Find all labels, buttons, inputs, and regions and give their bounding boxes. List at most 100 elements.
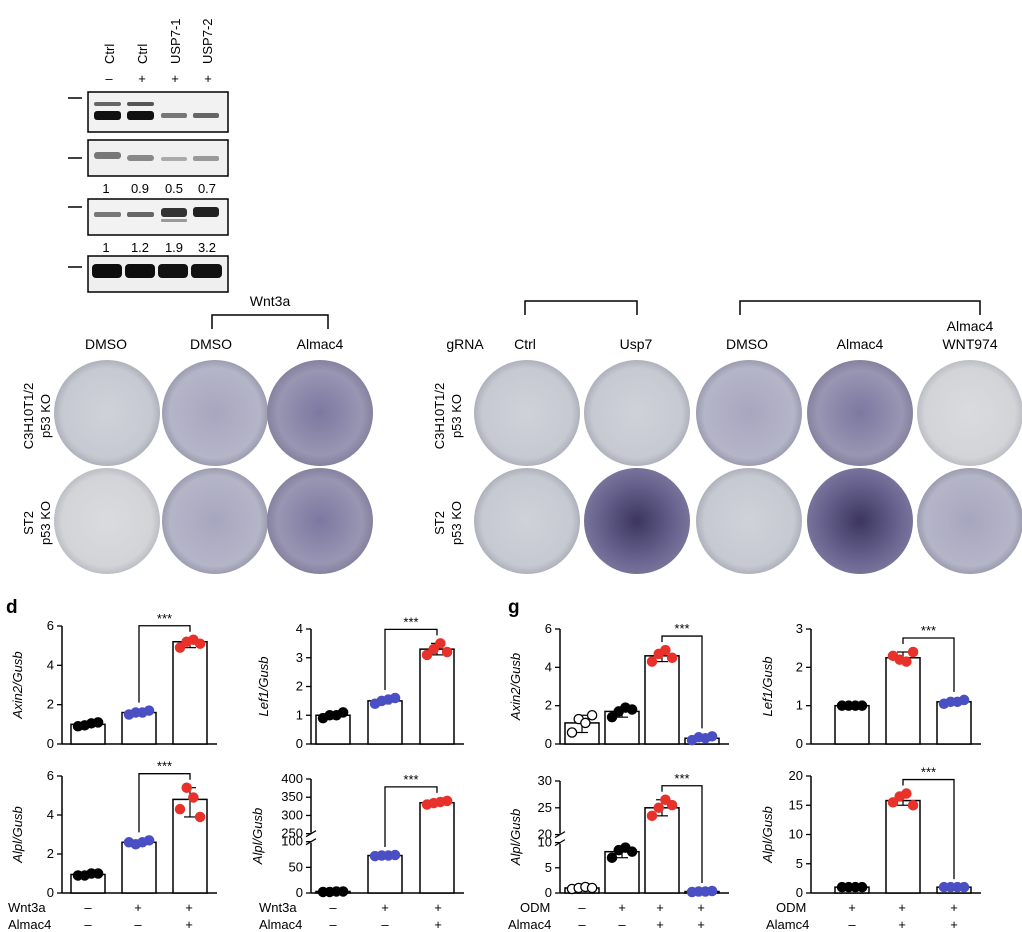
significance-bracket xyxy=(384,628,438,690)
significance-label: *** xyxy=(674,771,689,786)
data-point xyxy=(566,727,578,738)
data-point xyxy=(337,886,349,897)
y-tick-label: 300 xyxy=(281,807,303,822)
bar xyxy=(121,841,157,894)
plates-left: Wnt3a DMSO DMSO Almac4 C3H10T1/2 p53 KO … xyxy=(21,293,373,574)
y-tick-label: 0 xyxy=(296,885,303,900)
data-point xyxy=(92,717,104,728)
bar xyxy=(604,850,640,894)
data-point xyxy=(586,710,598,721)
data-point xyxy=(194,638,206,649)
cond-value: + xyxy=(185,900,193,915)
cond-label-wnt3a: Wnt3a xyxy=(8,900,46,915)
plates-right-col-2: Usp7 xyxy=(620,336,653,352)
plates-left-col-1: DMSO xyxy=(85,336,127,352)
data-point xyxy=(586,882,598,894)
plate xyxy=(162,468,268,574)
y-tick-label: 0 xyxy=(796,736,803,751)
y-tick-label: 1 xyxy=(796,698,803,713)
cond-value: + xyxy=(898,917,906,932)
plates-right-col-1: Ctrl xyxy=(514,336,536,352)
data-point xyxy=(181,782,192,793)
cond-label-wnt3a: Wnt3a xyxy=(259,900,297,915)
bar xyxy=(885,799,921,894)
significance-bracket xyxy=(138,773,191,833)
plate xyxy=(267,468,373,574)
data-point xyxy=(666,652,678,664)
data-point xyxy=(188,792,199,803)
data-point xyxy=(421,649,433,661)
plates-left-row-1-b: p53 KO xyxy=(38,394,53,438)
significance-bracket xyxy=(661,635,703,729)
data-point xyxy=(435,638,446,649)
conditions-g-1: ODM Almac4 – + + + – – + + xyxy=(508,900,705,932)
y-tick-label: 4 xyxy=(47,657,54,672)
blot-quant-1d: 0.7 xyxy=(198,181,216,196)
blot-lane-1: Ctrl xyxy=(102,44,117,64)
plates-right-col-5-a: Almac4 xyxy=(947,318,994,334)
y-axis-label: Alpl/Gusb xyxy=(760,806,775,863)
bar xyxy=(834,704,870,745)
y-tick-label: 20 xyxy=(789,768,803,783)
y-tick-label: 2 xyxy=(796,659,803,674)
y-tick-label: 30 xyxy=(538,773,552,788)
blot-quant-1b: 0.9 xyxy=(131,181,149,196)
y-tick-label: 3 xyxy=(296,650,303,665)
blot-quant-1c: 0.5 xyxy=(165,181,183,196)
cond-value: – xyxy=(329,900,337,915)
cond-value: – xyxy=(848,917,856,932)
plates-right-col-4: Almac4 xyxy=(837,336,884,352)
data-point xyxy=(337,707,349,718)
significance-bracket xyxy=(902,637,955,692)
y-tick-label: 0 xyxy=(796,885,803,900)
significance-label: *** xyxy=(921,623,936,638)
y-tick-label: 4 xyxy=(47,807,54,822)
data-point xyxy=(660,644,671,656)
cond-value: + xyxy=(950,900,958,915)
plates-right-row-1-b: p53 KO xyxy=(449,394,464,438)
blot-treat-1: – xyxy=(105,71,113,86)
plate xyxy=(917,360,1022,466)
cond-value: + xyxy=(848,900,856,915)
y-tick-label: 20 xyxy=(538,827,552,842)
data-point xyxy=(143,705,155,716)
plate xyxy=(54,468,160,574)
data-point xyxy=(626,704,638,715)
y-tick-label: 6 xyxy=(47,618,54,633)
data-point xyxy=(428,643,439,655)
cond-label-almac4: Almac4 xyxy=(259,917,302,932)
y-tick-label: 0 xyxy=(545,736,552,751)
data-point xyxy=(856,700,868,711)
significance-label: *** xyxy=(157,759,172,774)
data-point xyxy=(706,731,718,742)
data-point xyxy=(907,800,919,811)
y-tick-label: 5 xyxy=(545,860,552,875)
cond-value: + xyxy=(898,900,906,915)
bar xyxy=(419,648,455,745)
plates-right-row-2-a: ST2 xyxy=(432,511,447,535)
cond-value: + xyxy=(434,900,442,915)
plates-right-row-1-a: C3H10T1/2 xyxy=(432,383,447,449)
plates-right-col-5-b: WNT974 xyxy=(942,336,997,352)
y-tick-label: 0 xyxy=(545,885,552,900)
conditions-left-1: Wnt3a Almac4 – + + – – + xyxy=(8,900,193,932)
blot-treat-3: + xyxy=(171,71,179,86)
blot-quant-1a: 1 xyxy=(102,181,109,196)
y-tick-label: 2 xyxy=(545,698,552,713)
cond-label-alamc4: Alamc4 xyxy=(766,917,809,932)
blot-quant-2a: 1 xyxy=(102,240,109,255)
plate xyxy=(267,360,373,466)
bar xyxy=(121,711,157,745)
data-point xyxy=(626,846,638,857)
data-point xyxy=(606,852,618,863)
cond-value: + xyxy=(950,917,958,932)
plates-right-col-3: DMSO xyxy=(726,336,768,352)
y-tick-label: 1 xyxy=(296,707,303,722)
significance-bracket xyxy=(138,625,191,703)
